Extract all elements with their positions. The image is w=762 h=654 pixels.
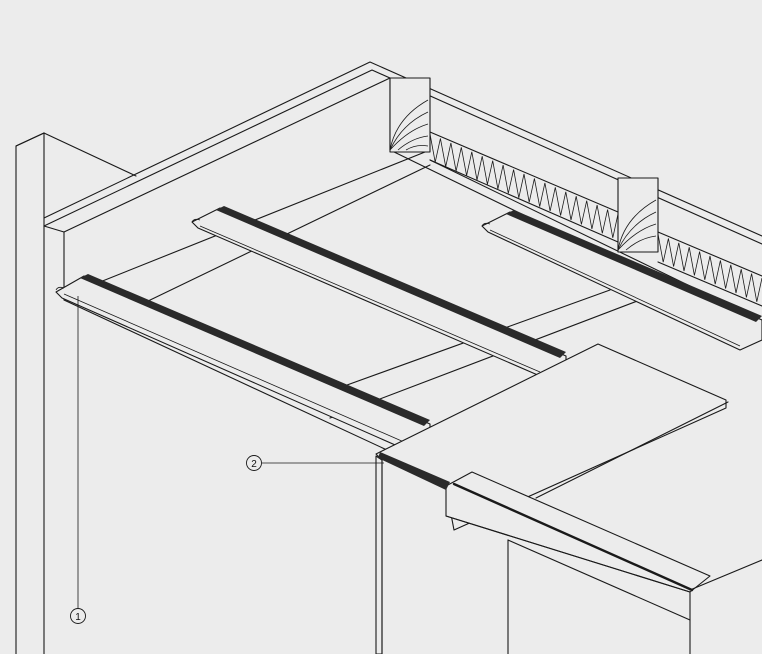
callout-2-number: 2: [251, 459, 257, 470]
left-wall: [15, 132, 137, 654]
callout-2: 2: [246, 455, 384, 471]
timber-joist-2: [617, 177, 659, 253]
callout-1: 1: [70, 296, 86, 624]
insulation-2: [657, 231, 762, 307]
callout-1-number: 1: [75, 612, 81, 623]
rail-front: [55, 274, 431, 449]
partition-wall: [375, 343, 762, 654]
timber-joist-1: [389, 77, 431, 153]
insulation-1: [429, 131, 619, 243]
rail-back: [481, 210, 762, 351]
